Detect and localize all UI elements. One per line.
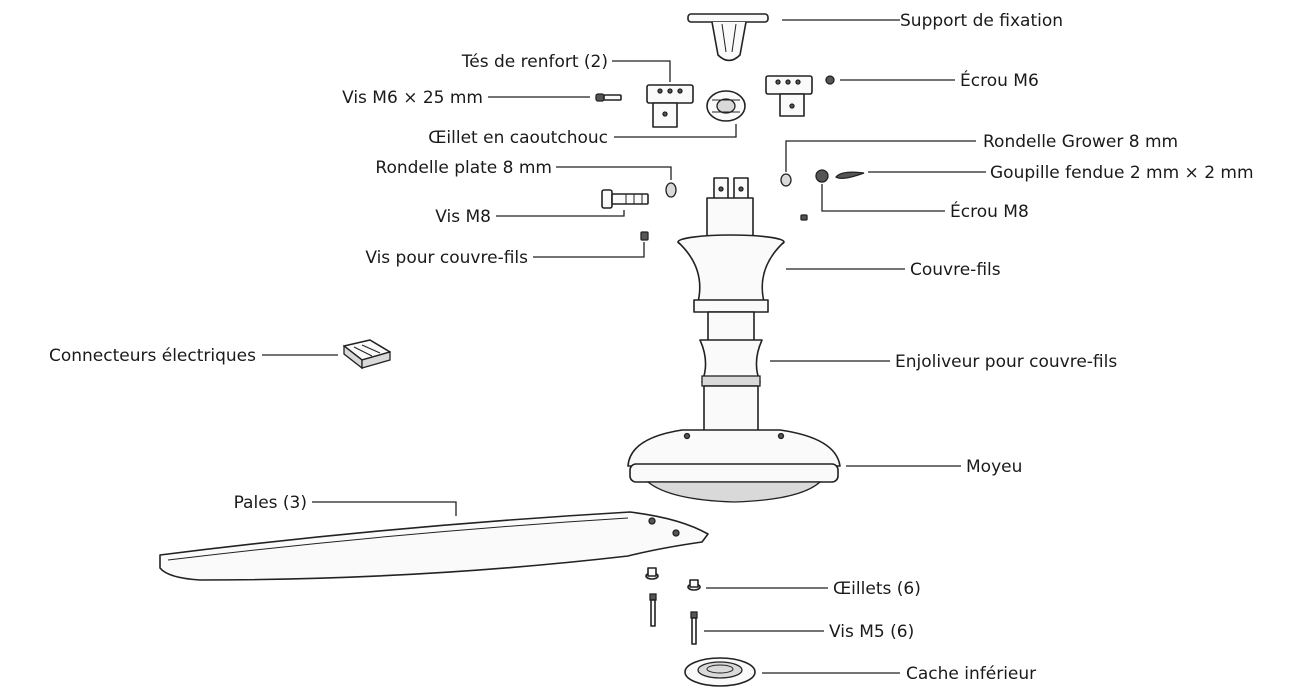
nut-m8-part	[815, 169, 829, 183]
label-connecteurs: Connecteurs électriques	[49, 346, 256, 366]
label-pales: Pales (3)	[234, 493, 307, 513]
downrod-lower-part	[707, 311, 755, 343]
label-tes: Tés de renfort (2)	[461, 52, 608, 72]
label-vis-m5: Vis M5 (6)	[829, 622, 914, 642]
coupler-cover-part	[699, 339, 763, 433]
label-goupille: Goupille fendue 2 mm × 2 mm	[990, 163, 1254, 183]
rubber-grommet-part	[706, 90, 746, 122]
blade-grommets-part	[645, 567, 701, 591]
label-oeillets: Œillets (6)	[833, 579, 921, 599]
label-vis-couvre-fils: Vis pour couvre-fils	[365, 248, 528, 268]
fan-blade-part	[159, 511, 709, 581]
mounting-bracket-part	[687, 13, 769, 62]
lock-washer-part	[780, 173, 792, 187]
leader-lines	[262, 19, 986, 674]
flat-washer-part	[665, 182, 677, 198]
reinforcement-tee-left-part	[646, 84, 694, 128]
label-couvre-fils: Couvre-fils	[910, 260, 1001, 280]
screws-m5-part	[649, 593, 698, 645]
label-ecrou-m8: Écrou M8	[950, 200, 1029, 222]
label-rondelle-plate: Rondelle plate 8 mm	[375, 158, 552, 178]
label-oeillet-caoutchouc: Œillet en caoutchouc	[428, 128, 608, 148]
screw-m6-part	[595, 93, 622, 102]
reinforcement-tee-right-part	[765, 75, 813, 117]
label-rondelle-grower: Rondelle Grower 8 mm	[983, 132, 1178, 152]
screw-m8-part	[601, 189, 649, 209]
bottom-cover-part	[684, 657, 756, 687]
motor-housing-part	[627, 429, 841, 503]
label-cache: Cache inférieur	[906, 664, 1036, 684]
small-screw-part	[800, 214, 808, 221]
label-enjoliveur: Enjoliveur pour couvre-fils	[895, 352, 1117, 372]
label-vis-m6: Vis M6 × 25 mm	[342, 88, 483, 108]
nut-m6-part	[825, 75, 835, 85]
wire-connectors-part	[343, 339, 391, 370]
label-ecrou-m6: Écrou M6	[960, 69, 1039, 91]
canopy-part	[677, 234, 785, 313]
cotter-pin-part	[835, 171, 865, 179]
label-moyeu: Moyeu	[966, 457, 1022, 477]
label-vis-m8: Vis M8	[435, 207, 491, 227]
canopy-screw-part	[640, 231, 649, 241]
label-support: Support de fixation	[900, 11, 1063, 31]
